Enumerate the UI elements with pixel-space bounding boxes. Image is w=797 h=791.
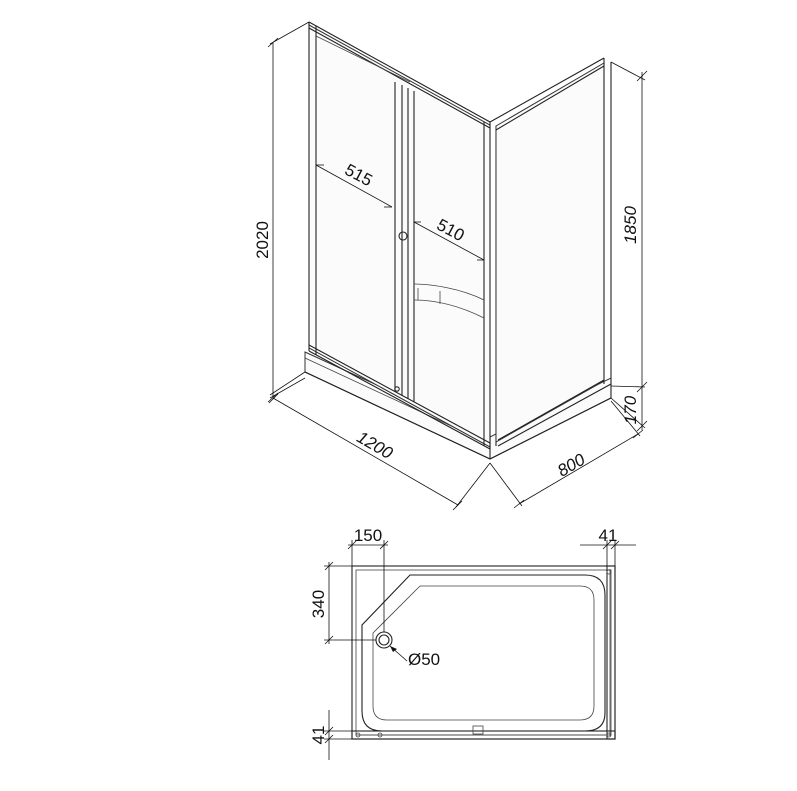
dimension-total-height-label: 2020 <box>253 221 272 259</box>
tray-basin <box>361 574 606 732</box>
plan-view: 150 340 Ø50 41 <box>309 526 636 760</box>
dimension-panel-height: 1850 170 <box>610 61 648 432</box>
dimension-depth-label: 800 <box>554 450 589 481</box>
dimension-drain-offset-y: 340 <box>309 561 376 645</box>
door-handle-icon <box>398 231 408 241</box>
dimension-drain-diameter: Ø50 <box>389 645 440 669</box>
dimension-frame-bottom-label: 41 <box>309 726 328 745</box>
dimension-drain-offset-y-label: 340 <box>309 590 328 618</box>
front-panel <box>308 21 497 450</box>
tray-outline <box>351 565 616 740</box>
dimension-drain-offset-x-label: 150 <box>354 526 382 545</box>
dimension-frame-right-label: 41 <box>599 526 618 545</box>
dimension-panel-height-label: 1850 <box>621 206 640 244</box>
dimension-length-label: 1200 <box>354 428 397 464</box>
dimension-frame-right: 41 <box>580 526 636 566</box>
dimension-drain-offset-x: 150 <box>347 526 389 632</box>
drain-icon <box>375 631 393 649</box>
dimension-frame-bottom: 41 <box>309 710 352 760</box>
dimension-total-height: 2020 <box>253 21 310 403</box>
side-panel <box>489 57 612 447</box>
isometric-view: 2020 1850 170 1200 <box>253 21 648 511</box>
dimension-tray-height-label: 170 <box>621 395 640 424</box>
dimension-drain-diameter-label: Ø50 <box>408 650 440 669</box>
